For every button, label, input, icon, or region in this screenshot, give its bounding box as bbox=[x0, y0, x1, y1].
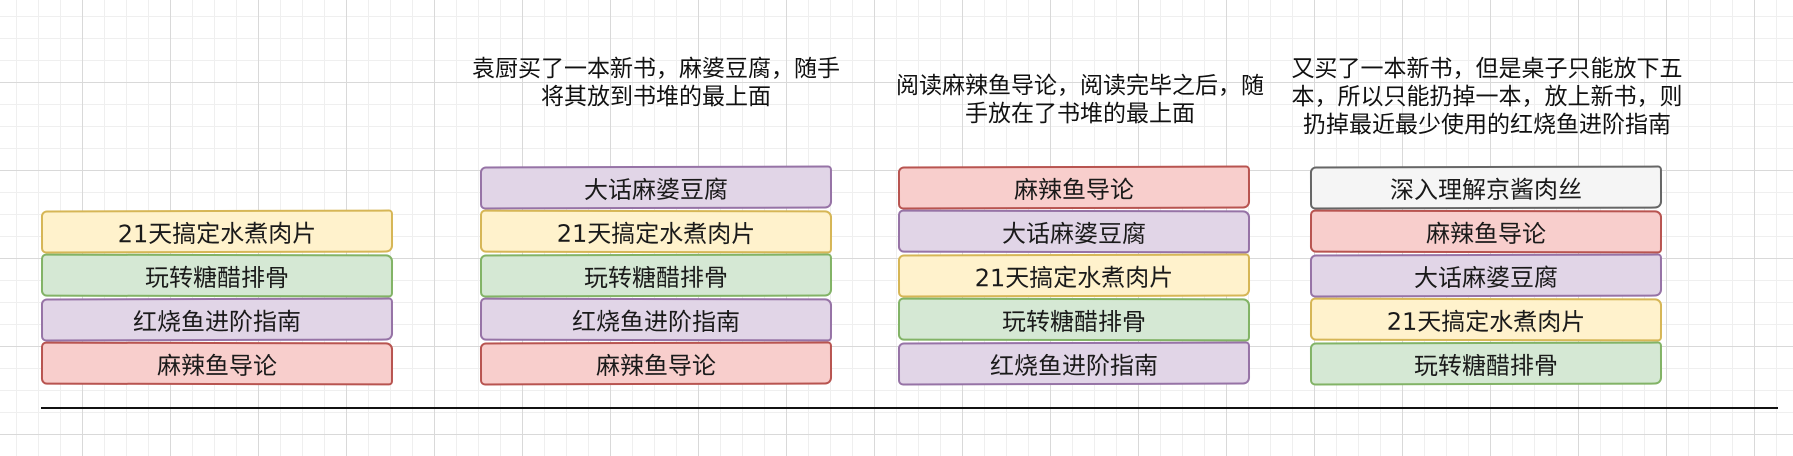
book-stack-4-item-1: 深入理解京酱肉丝 bbox=[1309, 165, 1663, 210]
book-stack-2-item-1: 大话麻婆豆腐 bbox=[479, 165, 833, 210]
book-stack-1-item-3: 红烧鱼进阶指南 bbox=[40, 297, 394, 342]
book-stack-1-item-1: 21天搞定水煮肉片 bbox=[40, 209, 394, 254]
desk-baseline bbox=[41, 407, 1778, 409]
book-stack-4-item-5: 玩转糖醋排骨 bbox=[1309, 341, 1663, 386]
book-stack-4-item-4: 21天搞定水煮肉片 bbox=[1309, 297, 1663, 342]
book-stack-3-item-4: 玩转糖醋排骨 bbox=[897, 297, 1251, 342]
book-stack-1-item-4: 麻辣鱼导论 bbox=[40, 341, 394, 386]
book-stack-3-item-2: 大话麻婆豆腐 bbox=[897, 209, 1251, 254]
stack-2-caption: 袁厨买了一本新书，麻婆豆腐，随手将其放到书堆的最上面 bbox=[472, 56, 840, 110]
book-stack-2-item-4: 红烧鱼进阶指南 bbox=[479, 297, 833, 342]
book-stack-2-item-3: 玩转糖醋排骨 bbox=[479, 253, 833, 298]
book-stack-4-item-3: 大话麻婆豆腐 bbox=[1309, 253, 1663, 298]
book-stack-2-item-5: 麻辣鱼导论 bbox=[479, 341, 833, 386]
book-stack-2-item-2: 21天搞定水煮肉片 bbox=[479, 209, 833, 254]
stack-4-caption: 又买了一本新书，但是桌子只能放下五本，所以只能扔掉一本，放上新书，则扔掉最近最少… bbox=[1291, 56, 1683, 138]
book-stack-3-item-1: 麻辣鱼导论 bbox=[897, 165, 1251, 210]
book-stack-4-item-2: 麻辣鱼导论 bbox=[1309, 209, 1663, 254]
book-stack-1-item-2: 玩转糖醋排骨 bbox=[40, 253, 394, 298]
book-stack-3-item-3: 21天搞定水煮肉片 bbox=[897, 253, 1251, 298]
stack-3-caption: 阅读麻辣鱼导论，阅读完毕之后，随手放在了书堆的最上面 bbox=[896, 73, 1264, 127]
book-stack-3-item-5: 红烧鱼进阶指南 bbox=[897, 341, 1251, 386]
